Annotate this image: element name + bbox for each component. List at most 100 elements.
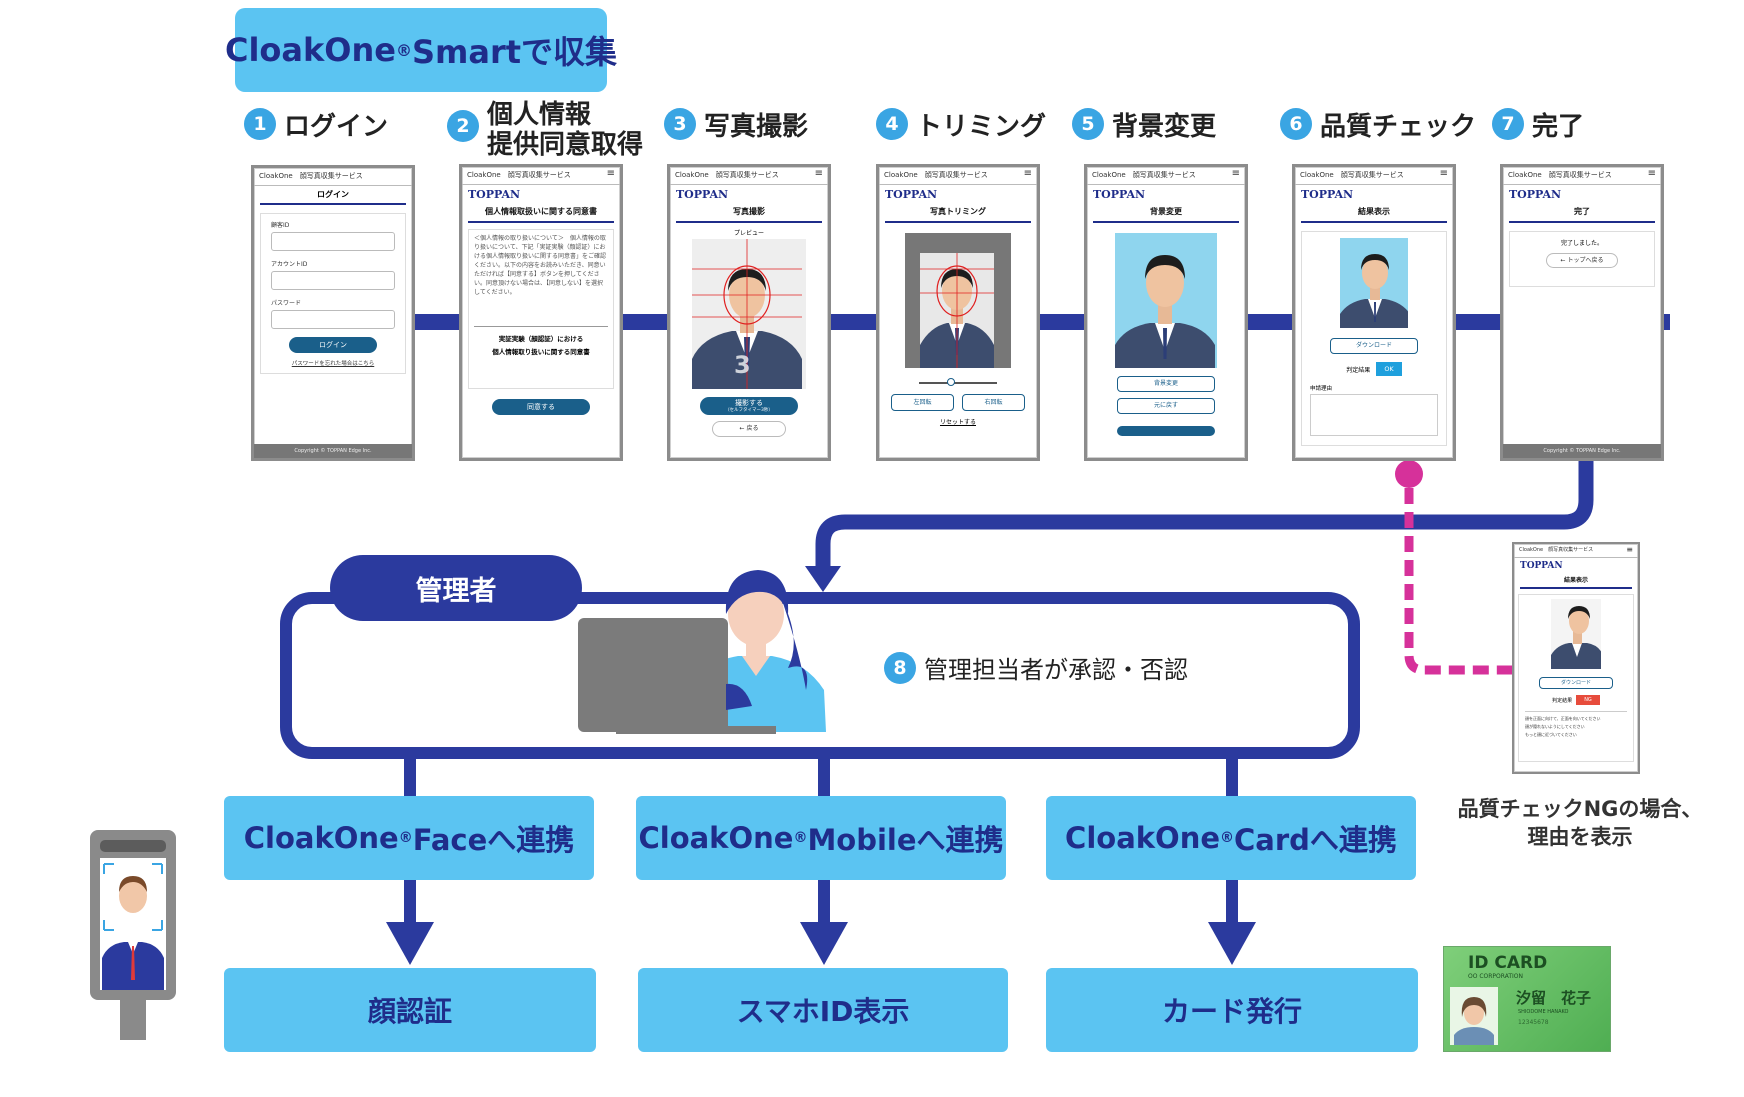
step-5: 5 背景変更 <box>1072 106 1216 143</box>
photo-shoot-button: 撮影する （セルフタイマー3秒） <box>700 397 798 415</box>
integration-card-box: CloakOne® Cardへ連携 <box>1046 796 1416 880</box>
arrow-card-head <box>1208 922 1256 965</box>
step-2: 2 個人情報 提供同意取得 <box>447 100 643 160</box>
result-reason-label: 申請理由 <box>1310 386 1333 392</box>
consent-paragraph: ＜個人情報の取り扱いについて＞ 個人情報の取り扱いについて、下記「実証実験（顔認… <box>474 235 607 296</box>
trim-rotate-right-button: 右回転 <box>962 394 1025 411</box>
smart-title-suffix: Smartで収集 <box>411 33 618 71</box>
screen-login-footer: Copyright © TOPPAN Edge Inc. <box>254 444 412 458</box>
screen-ng: CloakOne 顔写真収集サービス≡ TOPPAN 結果表示 ダウンロード 判… <box>1512 542 1640 774</box>
result-card-label: カード発行 <box>1161 995 1302 1028</box>
result-face-box: 顔認証 <box>224 968 596 1052</box>
integration-face-suffix: Faceへ連携 <box>412 823 575 857</box>
step-2-number: 2 <box>447 110 479 142</box>
step-5-number: 5 <box>1072 108 1104 140</box>
screen-ng-title: 結果表示 <box>1520 571 1632 589</box>
login-account-id-label: アカウントID <box>271 261 308 268</box>
screen-bg-brand: TOPPAN <box>1093 188 1146 201</box>
screen-trim-header: CloakOne 顔写真収集サービス <box>884 171 988 179</box>
trim-image <box>905 233 1011 368</box>
menu-icon: ≡ <box>814 168 823 179</box>
ng-branch-line <box>1404 488 1515 675</box>
step-2-label-2: 提供同意取得 <box>487 130 644 160</box>
step-8-number: 8 <box>884 651 916 684</box>
cardholder-avatar-icon <box>1454 997 1494 1045</box>
step-4-label: トリミング <box>916 112 1047 142</box>
screen-done-brand: TOPPAN <box>1509 188 1562 201</box>
step-7-number: 7 <box>1492 108 1524 140</box>
screen-bg: CloakOne 顔写真収集サービス≡ TOPPAN 背景変更 背景変更 元に戻… <box>1084 164 1248 461</box>
screen-consent-header: CloakOne 顔写真収集サービス <box>467 171 571 179</box>
result-face-label: 顔認証 <box>367 995 452 1028</box>
integration-card-reg: ® <box>1220 830 1235 846</box>
approval-route-line <box>815 450 1594 570</box>
smart-title-box: CloakOne® Smartで収集 <box>225 8 617 92</box>
ng-reason-2: 顔が隠れないようにしてください <box>1525 724 1585 729</box>
menu-icon: ≡ <box>606 168 615 179</box>
bg-photo <box>1115 233 1217 368</box>
result-photo <box>1340 238 1408 328</box>
integration-mobile-reg: ® <box>793 830 808 846</box>
menu-icon: ≡ <box>1439 168 1448 179</box>
integration-card-brand: CloakOne <box>1065 821 1221 855</box>
result-reason-box <box>1310 394 1438 436</box>
person-portrait-icon <box>692 239 802 389</box>
step-4: 4 トリミング <box>876 106 1046 143</box>
screen-result-title: 結果表示 <box>1301 201 1447 223</box>
login-forgot-link: パスワードを忘れた場合はこちら <box>291 361 375 367</box>
ng-download-button: ダウンロード <box>1539 677 1613 689</box>
menu-icon: ≡ <box>1231 168 1240 179</box>
screen-login: CloakOne 顔写真収集サービス ログイン 顧客ID アカウントID パスワ… <box>251 165 415 461</box>
admin-label: 管理者 <box>415 575 497 607</box>
screen-done-title: 完了 <box>1509 201 1655 223</box>
step-6-label: 品質チェック <box>1320 112 1477 142</box>
connector-card <box>1226 756 1238 796</box>
step-7: 7 完了 <box>1492 106 1584 143</box>
step-7-label: 完了 <box>1532 112 1585 142</box>
id-card-name: 汐留 花子 <box>1516 989 1592 1007</box>
screen-trim-brand: TOPPAN <box>885 188 938 201</box>
screen-photo-header: CloakOne 顔写真収集サービス <box>675 171 779 179</box>
id-card-illustration: ID CARD OO CORPORATION 汐留 花子 SHIODOME HA… <box>1443 946 1611 1052</box>
face-terminal-icon <box>90 830 176 1040</box>
admin-task-text: 管理担当者が承認・否認 <box>924 656 1188 684</box>
person-portrait-icon <box>1115 255 1215 368</box>
smart-title-reg: ® <box>395 40 412 60</box>
done-message: 完了しました。 <box>1560 240 1603 247</box>
id-card-number: 12345678 <box>1518 1019 1549 1026</box>
ng-judge-label: 判定結果 <box>1552 697 1573 704</box>
step-1-number: 1 <box>244 108 276 140</box>
login-customer-id-label: 顧客ID <box>271 222 290 229</box>
connector-face <box>404 756 416 796</box>
integration-mobile-suffix: Mobileへ連携 <box>807 823 1004 857</box>
integration-face-box: CloakOne® Faceへ連携 <box>224 796 594 880</box>
step-1-label: ログイン <box>284 112 389 142</box>
step-6: 6 品質チェック <box>1280 106 1476 143</box>
photo-shoot-sublabel: （セルフタイマー3秒） <box>725 408 773 413</box>
id-card-romaji: SHIODOME HANAKO <box>1518 1009 1569 1015</box>
screen-bg-header: CloakOne 顔写真収集サービス <box>1092 171 1196 179</box>
result-mobile-box: スマホID表示 <box>638 968 1008 1052</box>
person-portrait-icon <box>1340 254 1408 328</box>
login-button: ログイン <box>289 337 377 353</box>
arrow-face-head <box>386 922 434 965</box>
step-2-label: 個人情報 <box>487 100 592 130</box>
step-3-label: 写真撮影 <box>704 112 809 142</box>
ng-note-line-1: 品質チェックNGの場合、 <box>1457 797 1703 821</box>
screen-photo-brand: TOPPAN <box>676 188 729 201</box>
integration-face-brand: CloakOne <box>243 821 399 855</box>
bg-revert-button: 元に戻す <box>1117 398 1215 414</box>
screen-login-header: CloakOne 顔写真収集サービス <box>254 168 412 186</box>
integration-face-reg: ® <box>398 830 413 846</box>
step-6-number: 6 <box>1280 108 1312 140</box>
consent-sub-2: 個人情報取り扱いに関する同意書 <box>492 348 590 356</box>
screen-consent-brand: TOPPAN <box>468 188 521 201</box>
smart-title-brand: CloakOne <box>224 31 396 69</box>
screen-photo-title: 写真撮影 <box>676 201 822 223</box>
login-password-label: パスワード <box>271 300 302 307</box>
arrow-card-stem <box>1226 880 1238 925</box>
integration-mobile-box: CloakOne® Mobileへ連携 <box>636 796 1006 880</box>
screen-trim-title: 写真トリミング <box>885 201 1031 223</box>
result-mobile-label: スマホID表示 <box>736 995 910 1028</box>
